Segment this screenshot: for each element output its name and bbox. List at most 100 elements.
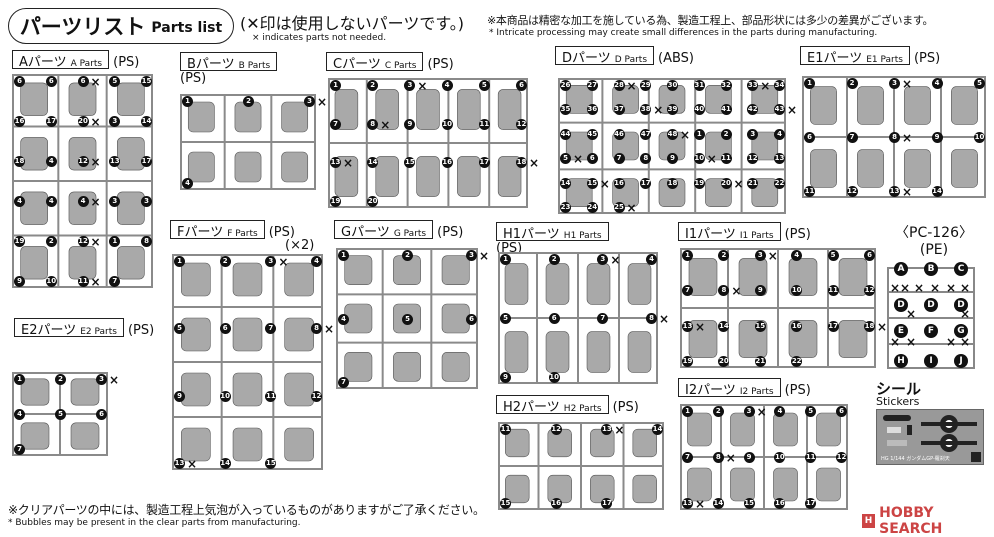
part-number-badge: 7 [338, 377, 349, 388]
pe-part-badge: E [894, 324, 908, 338]
part-number-badge: 7 [14, 444, 25, 455]
hobby-search-logo: H HOBBY SEARCH [862, 505, 994, 537]
part-number-badge: 2 [219, 256, 231, 267]
section-material: (PS) [427, 57, 454, 72]
part-number-badge: 10 [219, 390, 231, 402]
part-number-badge: 15 [141, 76, 152, 87]
section-name-jp: H2パーツ [503, 400, 560, 415]
part-number-badge: 5 [402, 313, 413, 325]
part-number-badge: 2 [712, 406, 724, 417]
part-number-badge: 11 [265, 390, 277, 402]
part-number-badge: 13 [330, 157, 341, 169]
part-number-badge: 5 [560, 153, 571, 165]
part-number-badge: 6 [804, 132, 815, 143]
part-number-badge: 11 [478, 118, 490, 130]
runner-frame [328, 78, 528, 208]
part-number-badge: 6 [96, 409, 107, 420]
part-number-badge: 10 [774, 452, 786, 463]
part-number-badge: 5 [478, 80, 490, 91]
section-name-jp: I2パーツ [685, 383, 736, 398]
part-number-badge: 12 [836, 452, 847, 463]
part-number-badge: 16 [441, 157, 453, 169]
section-name-en: H1 Parts [563, 231, 602, 241]
not-needed-x-icon: × [695, 497, 706, 511]
part-number-badge: 7 [330, 118, 341, 130]
part-number-badge: 1 [338, 250, 349, 261]
part-number-badge: 31 [693, 80, 705, 91]
part-number-badge: 7 [682, 285, 693, 297]
runner-frame [498, 252, 658, 384]
part-number-badge: 12 [516, 118, 527, 130]
part-number-badge: 9 [931, 132, 943, 143]
section-name-jp: I1パーツ [685, 227, 736, 242]
part-number-badge: 20 [77, 116, 89, 127]
part-number-badge: 44 [560, 128, 571, 140]
not-needed-x-icon: × [946, 335, 957, 349]
part-number-badge: 17 [478, 157, 490, 169]
part-number-badge: 16 [613, 177, 625, 189]
not-needed-x-icon: × [626, 79, 637, 93]
section-material: (PS) [784, 383, 811, 398]
part-number-badge: 15 [754, 320, 766, 332]
footer-note-jp: ※クリアパーツの中には、製造工程上気泡が入っているものがありますがご了承ください… [8, 503, 485, 517]
part-number-badge: 8 [640, 153, 652, 165]
mfg-note-jp: ※本商品は精密な加工を施している為、製造工程上、部品形状には多少の差異がございま… [487, 14, 934, 27]
part-number-badge: 16 [791, 320, 803, 332]
part-number-badge: 4 [77, 196, 89, 207]
not-needed-x-icon: × [680, 127, 691, 142]
not-needed-x-icon: × [479, 249, 490, 263]
part-number-badge: 3 [754, 250, 766, 261]
part-number-badge: 5 [974, 78, 985, 89]
pe-part-badge: I [924, 354, 938, 368]
part-number-badge: 32 [720, 80, 732, 91]
pe-part-badge: G [954, 324, 968, 338]
part-number-badge: 14 [652, 424, 663, 435]
part-number-badge: 47 [640, 128, 652, 140]
part-number-badge: 3 [109, 116, 121, 127]
part-number-badge: 14 [141, 116, 152, 127]
section-name-en: I2 Parts [739, 387, 774, 397]
part-number-badge: 5 [500, 313, 511, 324]
part-number-badge: 5 [109, 76, 121, 87]
part-number-badge: 17 [640, 177, 652, 189]
part-number-badge: 8 [311, 323, 322, 335]
stickers-title-jp: シール [876, 380, 922, 398]
part-number-badge: 2 [45, 236, 57, 247]
part-number-badge: 12 [747, 153, 759, 165]
pe-part-badge: D [894, 298, 908, 312]
part-number-badge: 42 [747, 104, 759, 116]
section-name-en: B Parts [238, 61, 271, 71]
part-number-badge: 1 [14, 374, 25, 385]
not-needed-x-icon: × [733, 176, 744, 191]
not-needed-x-icon: × [380, 117, 391, 132]
not-needed-x-icon: × [599, 176, 610, 191]
section-name-jp: Bパーツ [187, 57, 235, 72]
part-number-badge: 14 [718, 320, 730, 332]
part-number-badge: 16 [774, 498, 786, 509]
part-number-badge: 1 [682, 250, 693, 261]
not-needed-x-icon: × [902, 77, 913, 91]
part-number-badge: 21 [747, 177, 759, 189]
section-name-jp: Fパーツ [177, 225, 224, 240]
part-number-badge: 6 [45, 76, 57, 87]
section-name-en: A Parts [70, 59, 103, 69]
part-number-badge: 34 [774, 80, 785, 91]
parts-list-title: パーツリスト Parts list [8, 8, 234, 44]
part-number-badge: 2 [720, 128, 732, 140]
part-number-badge: 19 [14, 236, 25, 247]
part-number-badge: 20 [367, 196, 379, 207]
runner-frame [12, 74, 153, 288]
part-number-badge: 2 [243, 96, 254, 107]
part-number-badge: 22 [774, 177, 785, 189]
part-number-badge: 12 [550, 424, 562, 435]
part-number-badge: 1 [330, 80, 341, 91]
not-needed-x-icon: × [787, 103, 798, 118]
not-needed-x-icon: × [756, 405, 767, 419]
part-number-badge: 25 [613, 202, 625, 213]
